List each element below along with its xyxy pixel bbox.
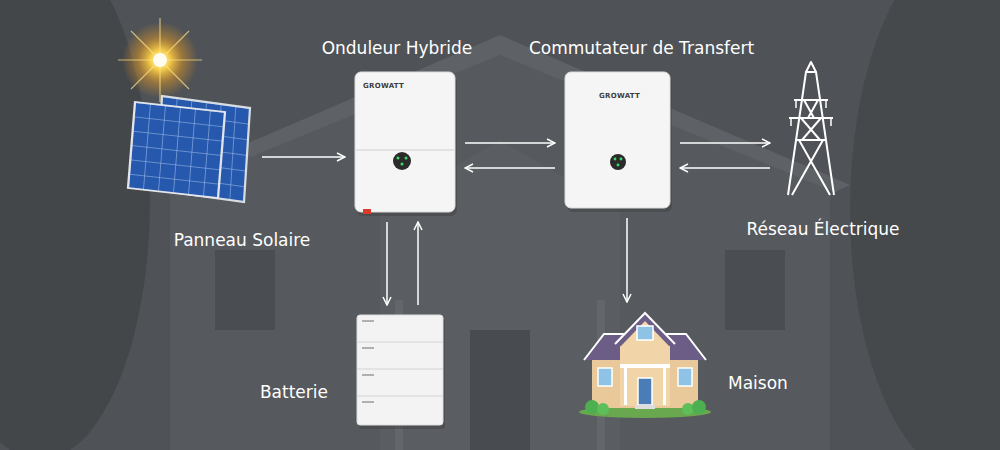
node-label: Réseau Électrique <box>746 219 899 239</box>
pylon-icon <box>788 72 834 195</box>
background <box>470 330 530 450</box>
inverter-device <box>405 157 408 160</box>
inverter-device <box>393 152 411 170</box>
background <box>215 250 275 330</box>
battery-icon <box>357 342 443 396</box>
house-icon <box>597 403 609 415</box>
house-icon <box>692 400 706 414</box>
house-icon <box>579 312 711 418</box>
house-icon <box>613 312 677 346</box>
pylon-icon <box>791 100 831 126</box>
sun <box>153 53 167 67</box>
transfer-switch-device <box>620 158 623 161</box>
transfer-switch-device <box>617 164 620 167</box>
node-label: Onduleur Hybride <box>322 38 473 58</box>
battery-icon <box>357 315 443 425</box>
flow-arrow <box>386 222 388 305</box>
house-icon <box>585 400 599 414</box>
inverter-device <box>355 72 455 212</box>
solar-panel-icon <box>128 102 225 198</box>
background <box>170 45 830 450</box>
transfer-switch-device <box>565 72 670 208</box>
battery-icon <box>362 321 374 402</box>
brand-logo: GROWATT <box>363 82 404 90</box>
sun <box>118 18 202 102</box>
solar-panel-icon <box>128 96 250 202</box>
flow-arrow <box>680 142 770 144</box>
battery-node: Batterie <box>357 315 443 425</box>
transfer-switch-node: Commutateur de TransfertGROWATT <box>565 72 670 208</box>
solar-panel-node: Panneau Solaire <box>130 92 252 208</box>
pylon-icon <box>806 62 816 72</box>
flow-arrow <box>680 167 770 169</box>
background <box>150 35 850 192</box>
inverter-device <box>356 150 454 151</box>
house-icon <box>682 403 694 415</box>
transfer-switch-device <box>565 72 672 212</box>
brand-logo: GROWATT <box>599 92 640 100</box>
house-icon <box>620 316 670 406</box>
node-label: Maison <box>728 373 788 393</box>
transfer-switch-device <box>614 158 617 161</box>
pylon-icon <box>792 100 830 195</box>
flow-arrow <box>465 167 555 169</box>
battery-icon <box>357 315 445 429</box>
inverter-device <box>355 72 457 216</box>
house-icon <box>620 364 670 368</box>
house-icon <box>638 378 652 405</box>
flow-arrow <box>417 222 419 305</box>
house-icon <box>663 368 666 405</box>
grid-node: Réseau Électrique <box>780 70 842 195</box>
sun <box>118 18 202 102</box>
background <box>725 250 785 330</box>
house-icon <box>635 405 655 409</box>
inverter-node: Onduleur HybrideGROWATT <box>355 72 455 212</box>
inverter-device <box>363 209 371 214</box>
house-icon <box>637 326 653 340</box>
house-icon <box>678 368 692 386</box>
flow-arrow <box>262 156 345 158</box>
pylon-icon <box>789 100 833 140</box>
house-icon <box>598 368 612 386</box>
solar-panel-icon <box>128 102 225 198</box>
pylon-icon <box>788 62 834 195</box>
flow-arrow <box>465 142 555 144</box>
transfer-switch-device <box>610 154 626 170</box>
house-icon <box>615 313 675 344</box>
house-icon <box>624 368 627 405</box>
node-label: Panneau Solaire <box>174 230 311 250</box>
inverter-device <box>401 163 404 166</box>
node-label: Commutateur de Transfert <box>529 38 754 58</box>
inverter-device <box>397 157 400 160</box>
flow-arrow <box>626 218 628 302</box>
node-label: Batterie <box>260 382 328 402</box>
house-node: Maison <box>582 312 708 418</box>
